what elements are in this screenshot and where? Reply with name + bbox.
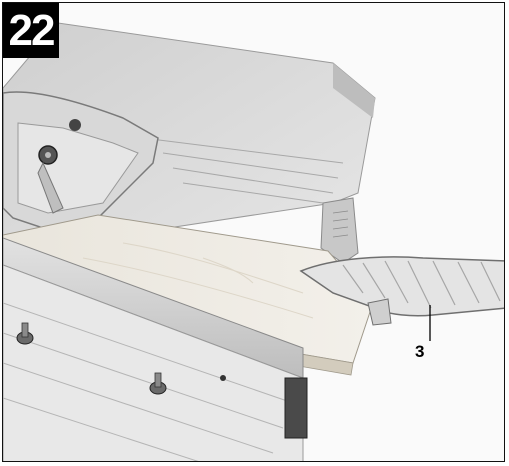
guard-knob-center bbox=[45, 152, 51, 158]
table-grooves bbox=[142, 137, 344, 204]
riving-knife bbox=[37, 161, 64, 214]
rail-bracket bbox=[320, 197, 359, 264]
photo-frame bbox=[2, 2, 505, 462]
guard-screw bbox=[69, 119, 81, 131]
table-edge bbox=[333, 63, 375, 118]
table-saw-photo bbox=[3, 3, 504, 461]
push-stick-heel bbox=[367, 298, 392, 326]
extension-table bbox=[3, 264, 304, 461]
wing-nut-right bbox=[149, 372, 167, 395]
wing-nut-left bbox=[16, 322, 34, 345]
push-stick-ribs bbox=[342, 260, 501, 309]
extension-grooves bbox=[3, 302, 294, 461]
scale-ticks bbox=[332, 210, 349, 238]
figure-number-badge: 22 bbox=[3, 3, 59, 58]
rail-hole bbox=[220, 375, 226, 381]
callout-label-3: 3 bbox=[415, 342, 425, 361]
rail-end-cap bbox=[284, 377, 308, 439]
wood-grain bbox=[82, 242, 314, 319]
